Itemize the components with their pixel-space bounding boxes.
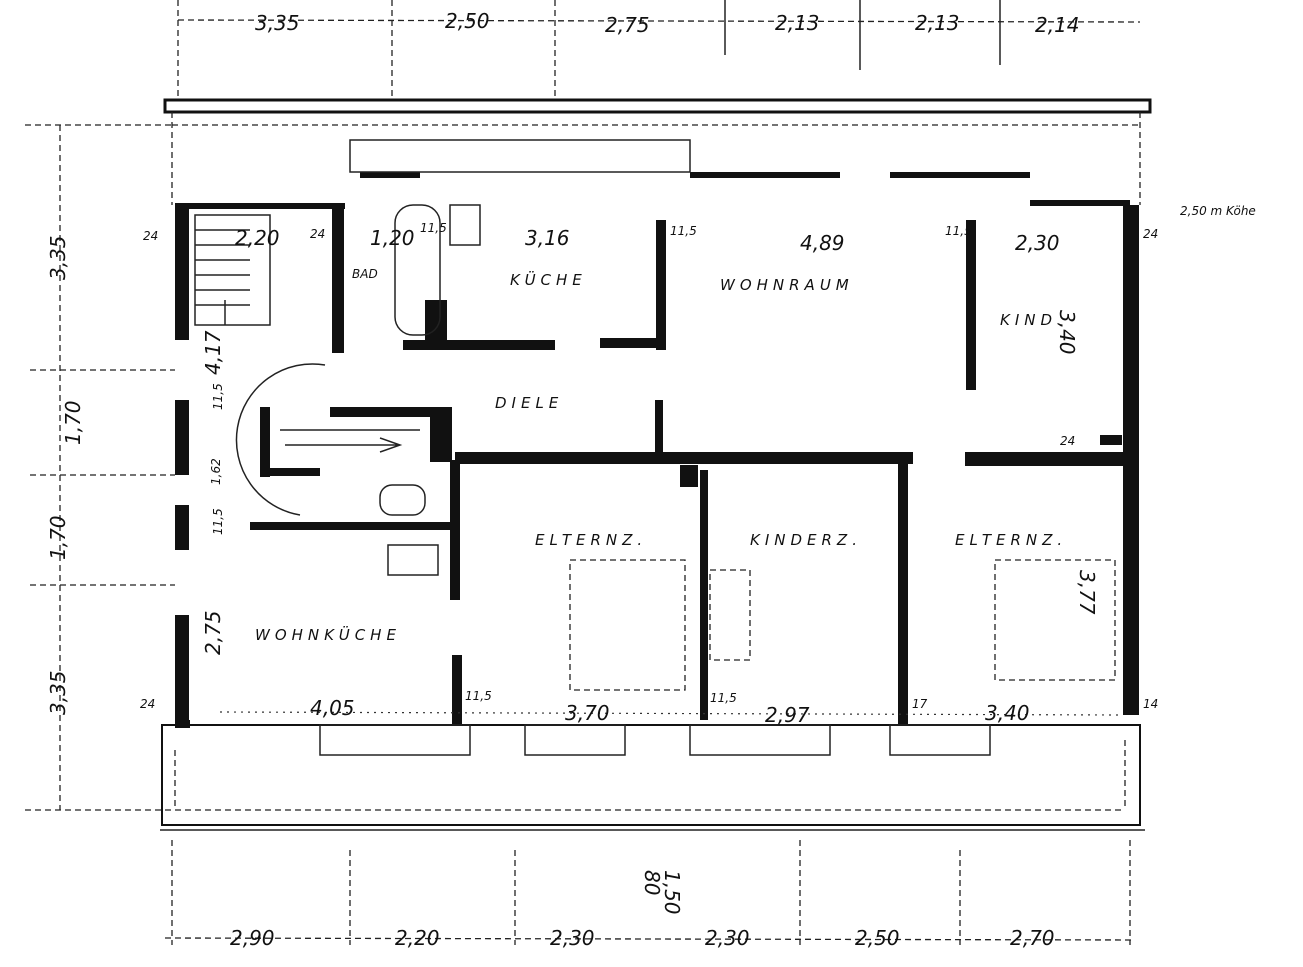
top-dim-3: 2,75 — [605, 13, 650, 37]
room-wohnkueche: WOHNKÜCHE — [255, 625, 401, 644]
bottom-dim-3: 2,30 — [550, 926, 595, 950]
dim-eltern-width: 3,70 — [565, 701, 610, 725]
dim-kueche: 3,16 — [525, 226, 570, 250]
dim-wohnkueche-height: 2,75 — [201, 610, 225, 655]
bottom-facade — [319, 724, 991, 756]
room-labels: BAD KÜCHE WOHNRAUM KIND DIELE ELTERNZ. K… — [255, 267, 1067, 644]
top-dim-5: 2,13 — [915, 11, 960, 35]
wall-mark: 14 — [1143, 697, 1158, 711]
room-eltern-right: ELTERNZ. — [955, 531, 1067, 549]
dim-stair-left: 4,17 — [201, 330, 225, 375]
bottom-dim-4: 2,30 — [705, 926, 750, 950]
left-dim-4: 3,35 — [46, 670, 70, 715]
top-dim-2: 2,50 — [445, 9, 490, 33]
exterior-walls — [175, 139, 1139, 728]
room-dimensions: 2,20 1,20 3,16 4,89 2,30 3,40 4,17 1,62 … — [201, 226, 1099, 727]
wall-mark: 11,5 — [710, 691, 737, 705]
wall-mark: 24 — [143, 229, 158, 243]
wall-mark: 11,5 — [420, 221, 447, 235]
dim-wohnkueche-width: 4,05 — [310, 696, 355, 720]
dim-kinder-width: 2,97 — [765, 703, 810, 727]
bottom-dim-5: 2,50 — [855, 926, 900, 950]
wall-mark: 11,5 — [211, 508, 225, 535]
bottom-center-dim-1: 80 — [640, 870, 664, 895]
dim-stair: 2,20 — [235, 226, 280, 250]
wall-mark: 24 — [1143, 227, 1158, 241]
dim-hall-left: 1,62 — [209, 458, 223, 485]
bottom-dim-2: 2,20 — [395, 926, 440, 950]
room-wohnraum: WOHNRAUM — [720, 276, 854, 294]
dim-kind-height: 3,40 — [1055, 310, 1079, 355]
room-kind: KIND — [1000, 311, 1057, 329]
staircase — [194, 214, 420, 516]
top-dim-1: 3,35 — [255, 11, 300, 35]
room-kinder: KINDERZ. — [750, 531, 862, 549]
wall-mark: 11,5 — [945, 224, 972, 238]
dim-bad: 1,20 — [370, 226, 415, 250]
wall-mark: 11,5 — [465, 689, 492, 703]
wall-mark: 24 — [1060, 434, 1075, 448]
left-dim-2: 1,70 — [61, 400, 85, 445]
top-dimension-chain: 3,35 2,50 2,75 2,13 2,13 2,14 — [177, 0, 1141, 100]
dim-eltern-right-width: 3,40 — [985, 701, 1030, 725]
bottom-dim-1: 2,90 — [230, 926, 275, 950]
room-kueche: KÜCHE — [510, 270, 587, 289]
wall-mark: 11,5 — [211, 383, 225, 410]
wall-thickness-marks: 24 24 24 24 24 14 11,5 11,5 11,5 11,5 11… — [140, 204, 1256, 711]
left-dim-1: 3,35 — [46, 235, 70, 280]
room-bad: BAD — [352, 267, 378, 281]
wall-mark: 17 — [912, 697, 928, 711]
left-dim-3: 1,70 — [46, 515, 70, 560]
dim-wohnraum: 4,89 — [800, 231, 845, 255]
dim-kind-width: 2,30 — [1015, 231, 1060, 255]
fixtures — [219, 204, 1121, 716]
roof-outline — [160, 98, 1152, 831]
wall-mark: 24 — [310, 227, 325, 241]
wall-mark: 11,5 — [670, 224, 697, 238]
bottom-center-dim-2: 1,50 — [660, 870, 684, 915]
bottom-dim-6: 2,70 — [1010, 926, 1055, 950]
top-dim-4: 2,13 — [775, 11, 820, 35]
dim-eltern-right-height: 3,77 — [1075, 570, 1099, 615]
room-diele: DIELE — [495, 394, 563, 412]
room-eltern-left: ELTERNZ. — [535, 531, 647, 549]
note-ceiling-height: 2,50 m Köhe — [1180, 204, 1256, 218]
wall-mark: 24 — [140, 697, 155, 711]
bottom-dimension-chain: 2,90 2,20 2,30 2,30 2,50 2,70 80 1,50 — [164, 840, 1136, 950]
top-dim-6: 2,14 — [1035, 13, 1080, 37]
interior-walls — [250, 208, 1125, 725]
left-dimension-chain: 3,35 1,70 1,70 3,35 — [25, 124, 175, 811]
